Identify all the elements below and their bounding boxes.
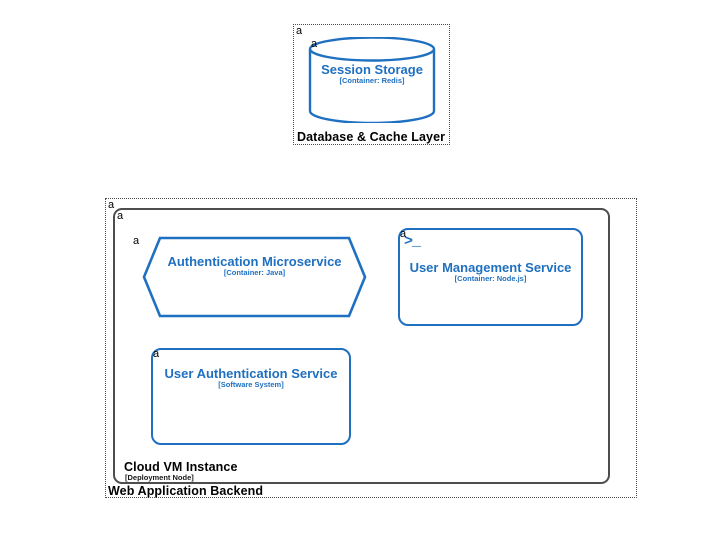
element-user-management-service[interactable] [398,228,583,326]
cylinder-shape [308,37,436,123]
marker-web-application-backend: a [108,199,115,211]
node-cloud-vm-instance[interactable] [113,208,610,484]
element-authentication-microservice[interactable] [142,236,367,318]
node-label-cloud-vm-instance: Cloud VM Instance [124,460,238,474]
marker-authentication-microservice: a [133,235,140,247]
marker-session-storage: a [311,38,318,50]
element-title-authentication-microservice: Authentication Microservice [167,254,342,269]
terminal-icon: >_ [404,233,421,250]
element-title-user-authentication-service: User Authentication Service [164,366,338,381]
boundary-label-database-cache-layer: Database & Cache Layer [297,130,446,144]
marker-database-cache-layer: a [296,25,303,37]
element-subtitle-user-authentication-service: [Software System] [218,380,284,389]
hexagon-shape [142,236,367,318]
element-subtitle-user-management-service: [Container: Node.js] [454,274,527,283]
element-subtitle-authentication-microservice: [Container: Java] [223,268,286,277]
element-title-session-storage: Session Storage [321,62,423,77]
node-sublabel-cloud-vm-instance: [Deployment Node] [125,473,194,482]
boundary-database-cache-layer[interactable] [293,24,450,145]
marker-user-management-service: a [400,228,407,240]
marker-cloud-vm-instance: a [117,210,124,222]
element-session-storage[interactable] [308,37,436,123]
element-title-user-management-service: User Management Service [409,260,572,275]
element-user-authentication-service[interactable] [151,348,351,445]
marker-user-authentication-service: a [153,348,160,360]
boundary-web-application-backend[interactable] [105,198,637,498]
element-subtitle-session-storage: [Container: Redis] [339,76,405,85]
boundary-label-web-application-backend: Web Application Backend [108,484,264,498]
